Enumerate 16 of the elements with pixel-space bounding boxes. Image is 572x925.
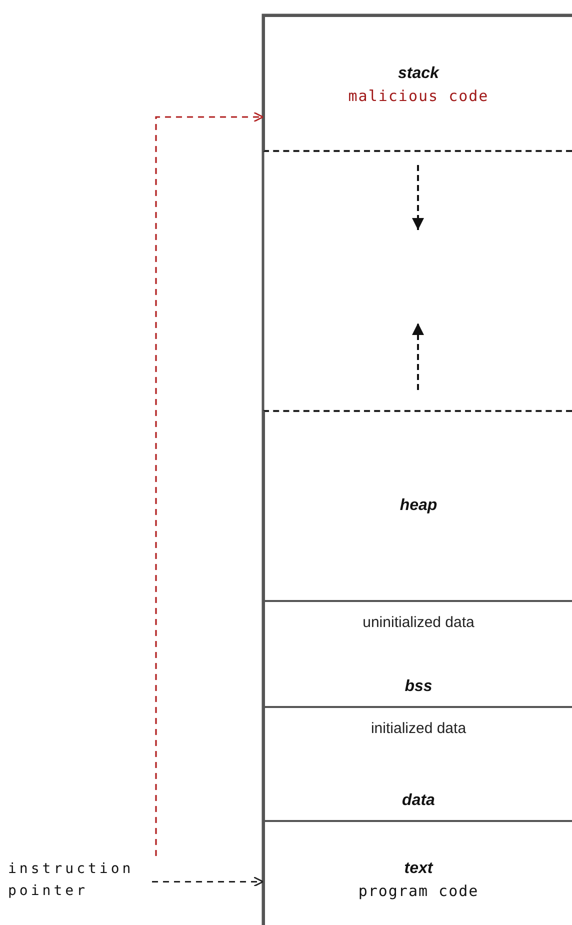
- segment-name: data: [402, 792, 435, 810]
- segment-name: heap: [400, 497, 438, 515]
- segment-name: text: [404, 860, 433, 878]
- segment-description: instruction pointer: [8, 860, 135, 901]
- segment-description: uninitialized data: [362, 614, 474, 631]
- arrow: [155, 112, 264, 856]
- data-segment: [263, 708, 572, 822]
- heap-segment: [263, 410, 572, 602]
- segment-description: initialized data: [370, 720, 466, 737]
- bss-segment: [263, 602, 572, 708]
- segment-name: bss: [404, 678, 432, 696]
- segment-description: program code: [358, 882, 479, 900]
- arrow: [152, 876, 264, 887]
- segment-description: malicious code: [348, 87, 489, 105]
- stack-segment: [263, 15, 572, 152]
- segment-name: stack: [398, 65, 439, 83]
